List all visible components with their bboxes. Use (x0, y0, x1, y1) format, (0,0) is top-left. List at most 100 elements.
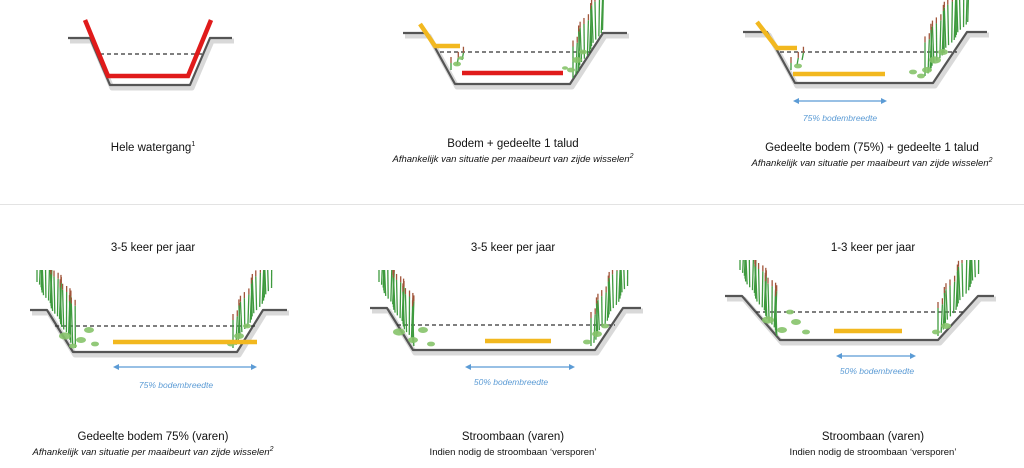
ditch-profile (370, 306, 641, 352)
reed-stem (267, 270, 270, 292)
reed-stem (744, 260, 747, 282)
reed-stem (247, 294, 250, 326)
reed-stem (590, 5, 594, 43)
reed-stem (956, 0, 959, 33)
reed-stem (590, 9, 593, 47)
reed-stem (593, 314, 596, 343)
reed-stem (383, 270, 387, 296)
reed-stem (767, 283, 770, 322)
reed-stem (801, 52, 805, 61)
reed-stem (392, 277, 396, 313)
reed-stem (50, 274, 54, 312)
water-plant-leaf (567, 67, 575, 73)
reed-stem (958, 0, 962, 30)
reed-stem (255, 276, 258, 311)
reed-stem (239, 301, 243, 333)
reed-stem (594, 1, 597, 40)
reed-stem (604, 292, 607, 324)
ditch-shadow (32, 310, 289, 358)
ditch-diagram-flow-lane-b (725, 260, 996, 359)
caption-p5: Stroombaan (varen) Indien nodig de stroo… (430, 430, 597, 460)
caption-title: Gedeelte bodem (75%) + gedeelte 1 talud (765, 142, 979, 154)
ditch-diagram-bottom-one-slope (403, 0, 629, 90)
reed-stem (380, 270, 383, 285)
reed-stem (742, 260, 744, 273)
reed-stem (967, 0, 969, 23)
reed-stem (615, 270, 618, 305)
reed-stem (597, 299, 601, 331)
reed-stem (764, 281, 768, 319)
water-plant-leaf (393, 328, 405, 336)
reed-stem (390, 270, 393, 302)
reed-stem (399, 282, 402, 319)
reed-stem (264, 270, 267, 295)
reed-stem (952, 281, 956, 314)
partial-mowed-slope (755, 20, 797, 51)
water-plant-leaf (76, 337, 86, 343)
reed-stem (965, 260, 968, 294)
reed-stem (61, 289, 65, 330)
measure-arrow-right (569, 364, 575, 370)
reed-stem (751, 260, 755, 291)
reed-stem (404, 294, 408, 333)
reed-stem (259, 272, 262, 307)
water-plant-leaf (91, 341, 99, 347)
reed-stem (41, 270, 45, 296)
row-divider (0, 204, 1024, 205)
mowed-section (82, 19, 214, 79)
ditch-profile (403, 31, 627, 86)
caption-note: Afhankelijk van situatie per maaibeurt v… (32, 445, 274, 458)
measure-arrow-left (836, 353, 842, 359)
reed-stem (38, 270, 41, 285)
measure-label-p5: 50% bodembreedte (473, 377, 549, 387)
measure-arrow-right (910, 353, 916, 359)
reed-stem (757, 268, 761, 305)
ditch-profile (30, 308, 287, 354)
frequency-p5: 3-5 keer per jaar (470, 242, 556, 254)
frequency-p6: 1-3 keer per jaar (830, 242, 916, 254)
reed-stem (47, 270, 51, 301)
water-plant-leaf (917, 73, 925, 79)
reed-stem (945, 289, 949, 320)
caption-title: Bodem + gedeelte 1 talud (447, 138, 579, 150)
reed-stem (402, 291, 406, 330)
reed-stem (947, 4, 950, 46)
caption-note: Indien nodig de stroombaan ‘versporen’ (789, 447, 957, 458)
water-plant-leaf (777, 327, 787, 333)
caption-p2: Bodem + gedeelte 1 talud Afhankelijk van… (392, 137, 633, 167)
ditch-shadow (70, 38, 234, 91)
caption-title: Stroombaan (varen) (821, 431, 925, 443)
caption-title: Hele watergang1 (110, 141, 196, 154)
measure-label-p3: 75% bodembreedte (802, 113, 878, 123)
ditch-profile (725, 294, 994, 342)
reed-stem (623, 270, 626, 290)
water-plant-leaf (84, 327, 94, 333)
reed-stem (745, 260, 748, 285)
measure-arrow-right (881, 98, 887, 104)
measure-label-p6: 50% bodembreedte (839, 366, 915, 376)
reed-stem (600, 0, 604, 34)
caption-p1: Hele watergang1 (111, 141, 195, 156)
reed-stem (957, 266, 961, 301)
reed-stem (261, 270, 265, 304)
reed-stem (251, 279, 255, 314)
ditch-diagram-whole (68, 19, 234, 91)
water-plant-leaf (791, 319, 801, 325)
water-plant-leaf (938, 49, 948, 55)
measure-arrow-right (251, 364, 257, 370)
water-plant-leaf (922, 67, 932, 73)
water-plant-leaf (458, 56, 464, 60)
reed-stem (974, 260, 976, 278)
water-plant-leaf (762, 316, 774, 324)
reed-stem (940, 304, 944, 333)
water-plant-leaf (59, 332, 71, 340)
ditch-diagram-flow-lane-a (370, 270, 643, 370)
ditch-profile (68, 36, 232, 87)
reed-stem (951, 1, 954, 43)
ditch-shadow (405, 33, 629, 90)
water-plant-leaf (592, 331, 602, 337)
caption-note: Indien nodig de stroombaan ‘versporen’ (429, 447, 597, 458)
reed-stem (754, 266, 758, 302)
water-plant-leaf (909, 69, 917, 75)
water-plant-leaf (932, 329, 940, 335)
